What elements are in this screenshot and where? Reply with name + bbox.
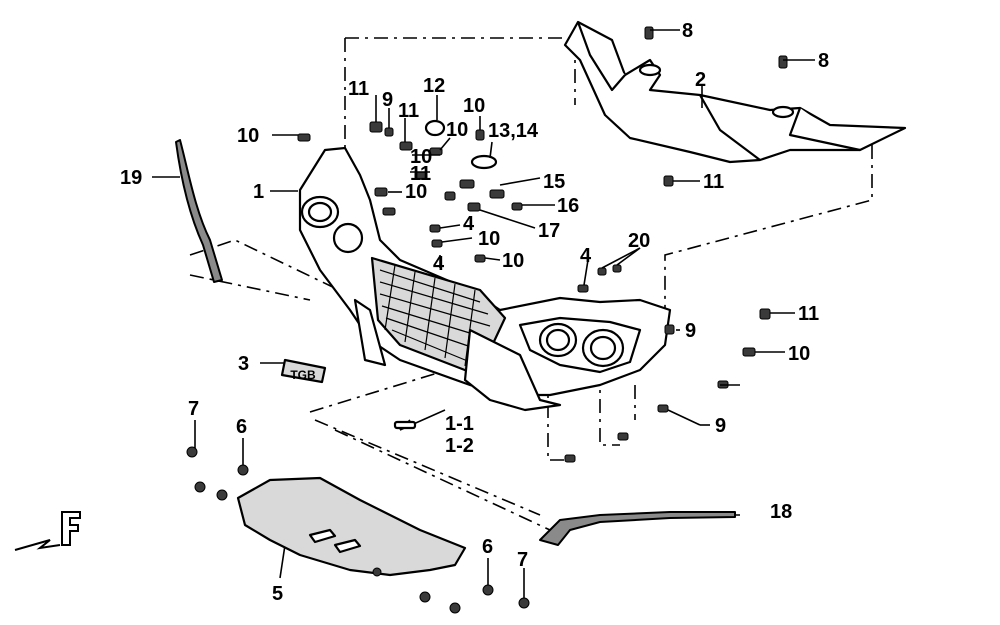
callout-17: 17 xyxy=(538,220,560,242)
callout-9c: 9 xyxy=(715,415,726,437)
callout-10c: 10 xyxy=(446,119,468,141)
callout-2: 2 xyxy=(695,69,706,91)
part-19-side-strip xyxy=(152,139,223,283)
callout-10b: 10 xyxy=(463,95,485,117)
part-2-upper-cowl xyxy=(563,20,907,164)
front-direction-arrow-icon xyxy=(14,511,81,551)
callout-1-2: 1-2 xyxy=(445,435,474,457)
callout-7b: 7 xyxy=(517,549,528,571)
callout-15: 15 xyxy=(543,171,565,193)
callout-9b: 9 xyxy=(685,320,696,342)
part-1-1-small-piece xyxy=(393,420,417,430)
callout-11c: 11 xyxy=(410,163,431,185)
callout-labels: 1 1-1 1-2 2 3 4 4 4 5 6 6 7 7 8 8 9 9 9 … xyxy=(120,20,829,605)
callout-3: 3 xyxy=(238,353,249,375)
leader-lines xyxy=(194,29,815,603)
emblem-text: TGB xyxy=(290,368,316,382)
callout-11b: 11 xyxy=(398,100,419,122)
part-18-side-strip xyxy=(539,511,736,546)
callout-5: 5 xyxy=(272,583,283,605)
callout-10d: 10 xyxy=(410,146,432,168)
callout-13-14: 13,14 xyxy=(488,120,539,142)
part-1-front-body xyxy=(270,146,672,412)
callout-9a: 9 xyxy=(382,89,393,111)
callout-10e: 10 xyxy=(405,181,427,203)
callout-1-1: 1-1 xyxy=(445,413,474,435)
callout-10h: 10 xyxy=(788,343,810,365)
part-5-skid-plate xyxy=(186,446,530,614)
callout-6a: 6 xyxy=(236,416,247,438)
fasteners xyxy=(297,26,788,463)
callout-10a: 10 xyxy=(237,125,259,147)
callout-8b: 8 xyxy=(818,50,829,72)
callout-10f: 10 xyxy=(478,228,500,250)
callout-11a: 11 xyxy=(348,78,369,100)
callout-11e: 11 xyxy=(798,303,819,325)
callout-4c: 4 xyxy=(580,245,592,267)
assembly-dash-lines xyxy=(189,37,873,531)
callout-12: 12 xyxy=(423,75,445,97)
callout-7a: 7 xyxy=(188,398,199,420)
callout-18: 18 xyxy=(770,501,792,523)
callout-6b: 6 xyxy=(482,536,493,558)
callout-11d: 11 xyxy=(703,171,724,193)
callout-16: 16 xyxy=(557,195,579,217)
callout-19: 19 xyxy=(120,167,142,189)
callout-20: 20 xyxy=(628,230,650,252)
callout-4b: 4 xyxy=(433,253,445,275)
callout-4a: 4 xyxy=(463,213,475,235)
part-3-emblem: TGB xyxy=(280,358,327,384)
callout-10g: 10 xyxy=(502,250,524,272)
callout-1: 1 xyxy=(253,181,264,203)
callout-8a: 8 xyxy=(682,20,693,42)
